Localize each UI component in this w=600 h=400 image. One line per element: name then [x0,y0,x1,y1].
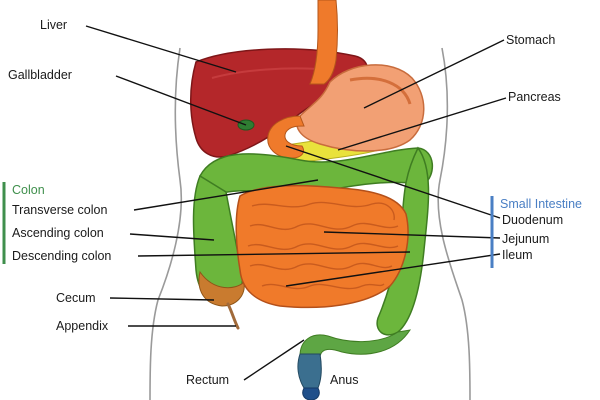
leader-descending-colon [137,251,411,257]
label-stomach: Stomach [506,33,556,47]
leader-cecum [109,297,215,301]
duodenum-shape [267,115,305,159]
leader-pancreas [337,97,507,151]
leader-gallbladder [115,75,247,126]
leader-stomach [363,39,505,109]
label-liver: Liver [40,18,68,32]
small-intestine-shape [235,184,409,309]
leader-duodenum [285,145,501,219]
leader-jejunum [323,231,501,239]
colon-shape [192,146,433,357]
label-ascending-colon: Ascending colon [12,226,104,240]
label-duodenum: Duodenum [502,213,564,227]
label-pancreas: Pancreas [508,90,561,104]
label-colon-group: Colon [12,183,45,197]
rectum-shape [297,353,322,389]
label-cecum: Cecum [56,291,96,305]
label-appendix: Appendix [56,319,109,333]
body-outline [149,47,471,400]
leader-lines [85,25,507,381]
label-anus: Anus [330,373,359,387]
label-ileum: Ileum [502,248,533,262]
label-descending-colon: Descending colon [12,249,112,263]
leader-ascending-colon [129,233,215,241]
appendix-shape [226,302,240,330]
leader-transverse-colon [133,179,319,211]
label-jejunum: Jejunum [502,232,550,246]
leader-ileum [285,253,501,287]
label-small-intestine-group: Small Intestine [500,197,582,211]
label-rectum: Rectum [186,373,230,387]
anus-shape [302,387,320,400]
label-transverse-colon: Transverse colon [12,203,108,217]
label-gallbladder: Gallbladder [8,68,72,82]
esophagus-shape [309,0,338,85]
leader-rectum [243,339,305,381]
leader-liver [85,25,237,73]
